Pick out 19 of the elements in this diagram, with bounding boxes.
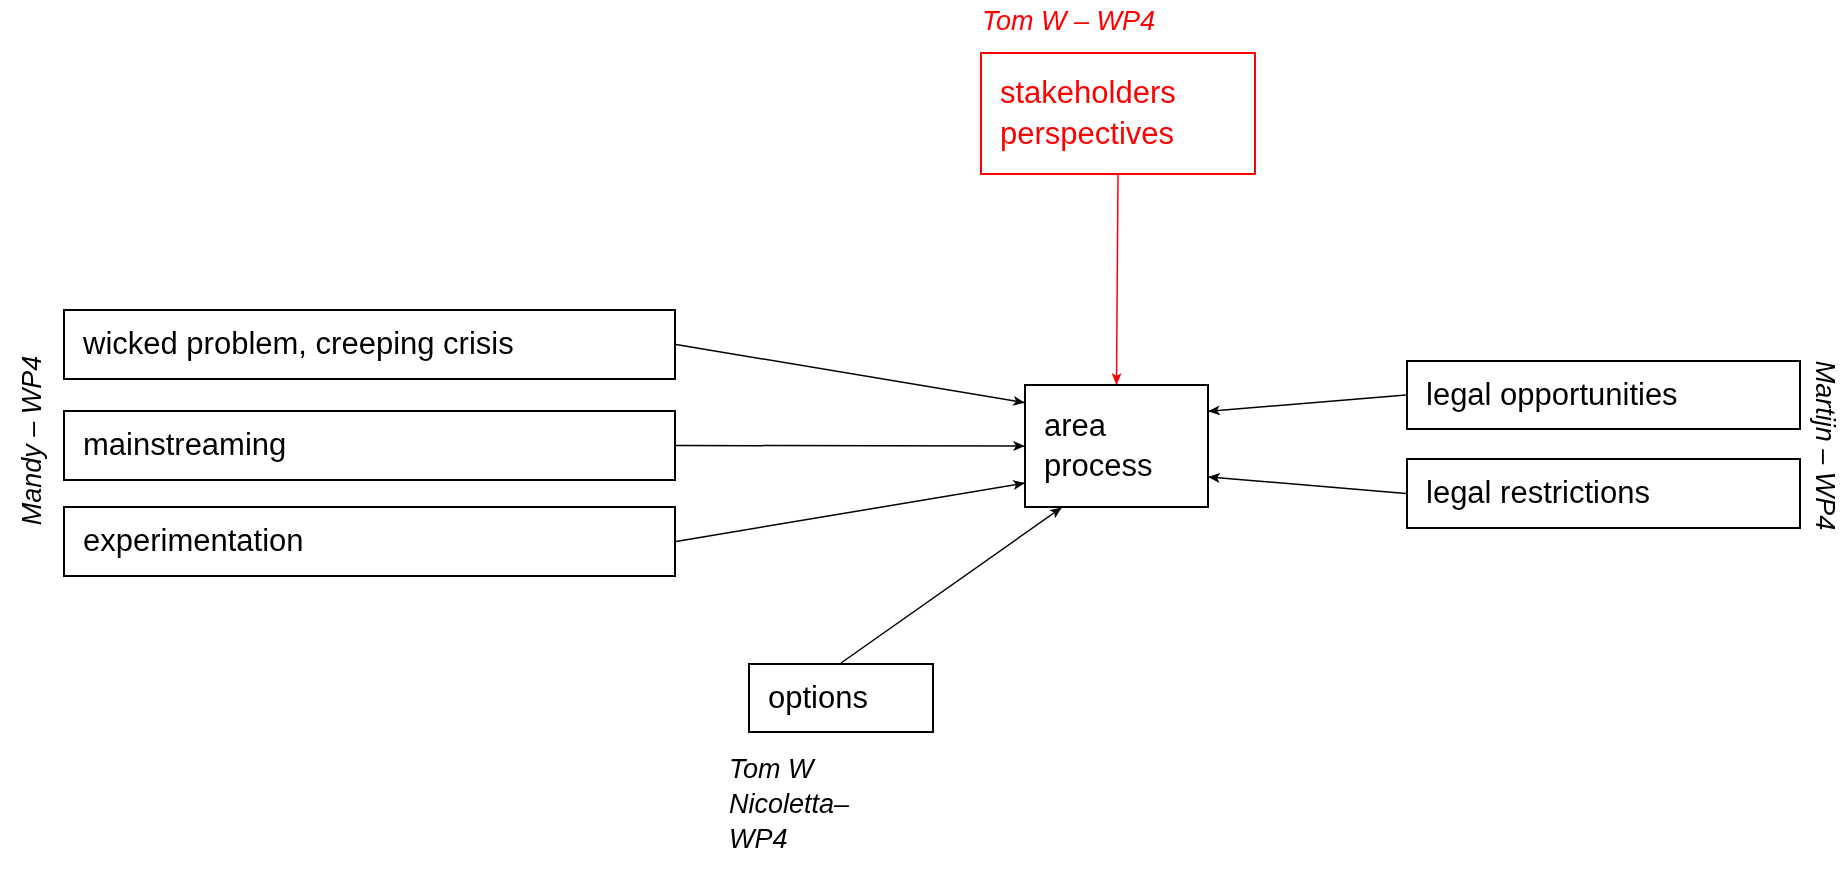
text-box: legal opportunities <box>1406 360 1801 430</box>
text-box: legal restrictions <box>1406 458 1801 529</box>
text-box: stakeholders perspectives <box>980 52 1256 175</box>
annotation: Tom W Nicoletta– WP4 <box>729 753 851 857</box>
annotation: Tom W – WP4 <box>982 5 1157 38</box>
text-box: area process <box>1024 384 1209 508</box>
text-box: mainstreaming <box>63 410 676 481</box>
arrow <box>1208 472 1407 495</box>
arrow <box>675 441 1025 451</box>
annotation: Mandy – WP4 <box>16 355 49 525</box>
text-box: options <box>748 663 934 733</box>
arrow <box>840 507 1062 664</box>
arrow <box>1111 174 1122 385</box>
arrow <box>675 480 1025 543</box>
annotation: Martijn – WP4 <box>1809 360 1842 530</box>
arrow <box>1208 394 1407 416</box>
arrow <box>675 343 1025 406</box>
text-box: wicked problem, creeping crisis <box>63 309 676 380</box>
text-box: experimentation <box>63 506 676 577</box>
